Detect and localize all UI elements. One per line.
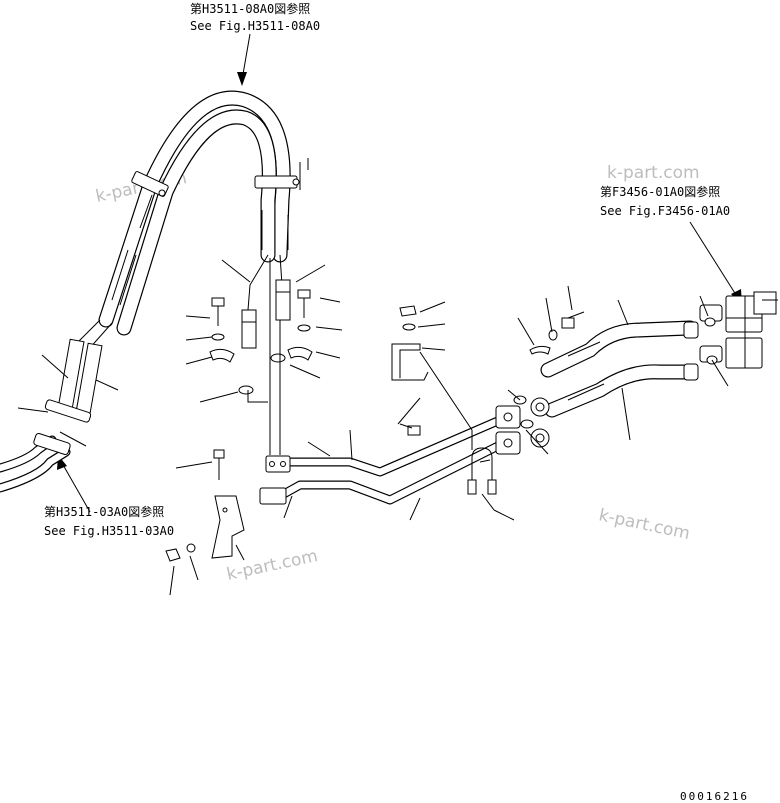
reference-arrows [57,33,742,513]
reference-left-en: See Fig.H3511-03A0 [44,524,174,538]
u-bolt [467,447,497,495]
watermark-2: k-part.com [225,546,320,585]
reference-left-jp: 第H3511-03A0図参照 [44,504,164,519]
drawing-code: 00016216 [680,790,749,803]
hardware-upper-mid [391,305,429,436]
leader-lines [17,158,729,596]
guide-lines [247,258,473,455]
clamp-right [254,162,301,190]
reference-top-en: See Fig.H3511-08A0 [190,19,320,33]
reference-right-jp: 第F3456-01A0図参照 [600,184,720,199]
reference-right-en: See Fig.F3456-01A0 [600,204,730,218]
watermark-3: k-part.com [597,505,692,544]
hardware-left [209,297,254,395]
center-flanges [259,455,291,505]
reference-top-jp: 第H3511-08A0図参照 [190,1,310,16]
upper-hose-loop [98,90,291,336]
watermark-4: k-part.com [607,163,700,183]
valve-flanges [699,291,778,369]
arrow-head-top [237,72,247,86]
left-pipes [0,433,71,493]
clamp-left [131,171,169,197]
center-hose-ends [241,254,291,349]
main-pipes [277,415,505,505]
reference-left: 第H3511-03A0図参照 See Fig.H3511-03A0 [44,504,174,538]
right-flanges [495,395,534,455]
reference-right: 第F3456-01A0図参照 See Fig.F3456-01A0 [600,184,730,218]
reference-top: 第H3511-08A0図参照 See Fig.H3511-08A0 [190,1,320,33]
hose-fittings [529,311,699,448]
left-hose-ends [44,319,113,423]
right-hoses [540,320,698,418]
lower-bracket [165,449,245,562]
hardware-center [270,289,313,363]
